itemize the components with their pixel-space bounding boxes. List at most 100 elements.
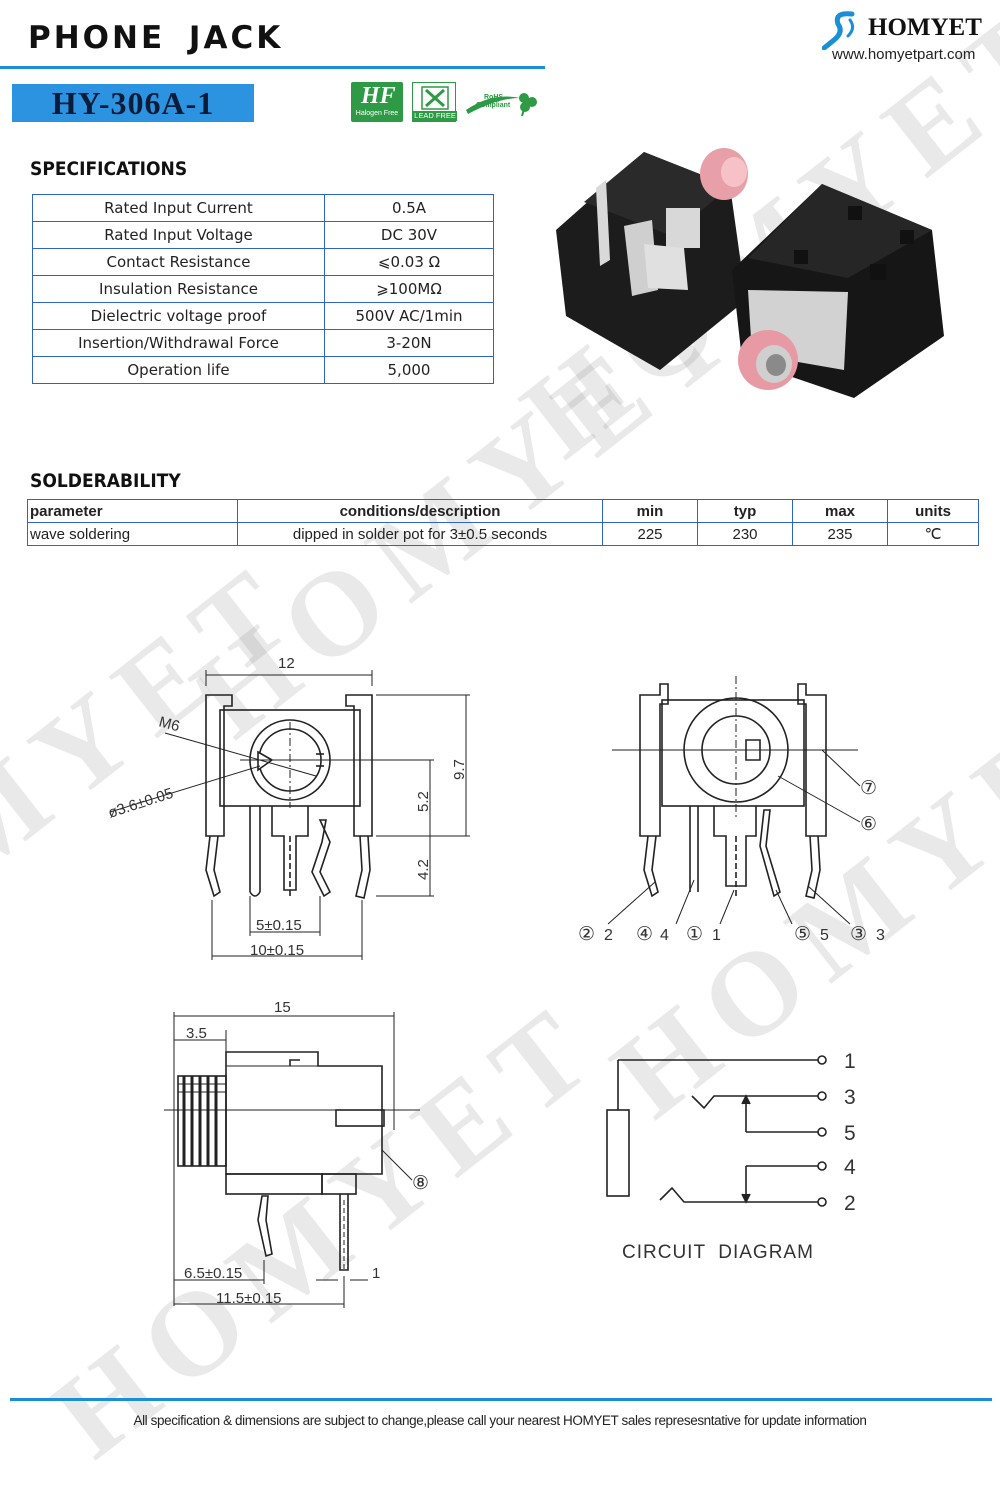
pin-label-5: 5 [820, 927, 829, 944]
lead-free-icon [421, 86, 449, 110]
spec-value: DC 30V [324, 221, 494, 249]
side-view-drawing [164, 1012, 420, 1308]
table-row: Contact Resistance⩽0.03 Ω [32, 248, 494, 276]
product-photo [556, 148, 944, 398]
solderability-heading: SOLDERABILITY [30, 470, 181, 492]
front-view-drawing [109, 670, 470, 960]
lead-free-badge: LEAD FREE [412, 82, 457, 122]
rohs-compliant-label: Compliant [476, 102, 511, 109]
column-header: typ [697, 499, 793, 523]
column-header: min [602, 499, 698, 523]
spec-value: 500V AC/1min [324, 302, 494, 330]
dim-pin-span: 10±0.15 [250, 942, 304, 959]
callout-6: ⑥ [860, 814, 877, 835]
jack-rear-image [556, 148, 748, 370]
column-header: parameter [27, 499, 238, 523]
pin-view-labels: ⑦ ⑥ ② 2 ④ 4 ① 1 ⑤ 5 ③ 3 [578, 778, 885, 945]
callout-8: ⑧ [412, 1173, 429, 1194]
table-row: wave soldering dipped in solder pot for … [27, 522, 979, 546]
pin-label-2: 2 [604, 927, 613, 944]
spec-value: 3-20N [324, 329, 494, 357]
rohs-label: RoHS [484, 94, 504, 101]
dim-hole: ø3.6±0.05 [106, 785, 175, 822]
table-header-row: parameter conditions/description min typ… [27, 499, 979, 523]
table-cell: dipped in solder pot for 3±0.5 seconds [237, 522, 603, 546]
dim-pin-offset: 6.5±0.15 [184, 1265, 242, 1282]
brand-logo: HOMYET www.homyetpart.com [822, 8, 992, 68]
table-cell: ℃ [887, 522, 979, 546]
dim-height-total: 9.7 [451, 759, 468, 780]
pin-view-drawing [607, 676, 861, 925]
terminal-4: 4 [844, 1156, 856, 1179]
terminal-2: 2 [844, 1192, 856, 1215]
specifications-heading: SPECIFICATIONS [30, 158, 188, 180]
lead-free-label: LEAD FREE [413, 111, 457, 121]
pin-label-5-circ: ⑤ [794, 924, 811, 945]
table-cell: 230 [697, 522, 793, 546]
model-number: HY-306A-1 [12, 84, 254, 122]
spec-name: Insertion/Withdrawal Force [32, 329, 325, 357]
spec-name: Rated Input Voltage [32, 221, 325, 249]
brand-name: HOMYET [868, 14, 982, 41]
halogen-free-label: Halogen Free [355, 110, 399, 117]
pin-label-3: 3 [876, 927, 885, 944]
callout-7: ⑦ [860, 778, 877, 799]
thread-marks [182, 1076, 218, 1166]
table-cell: wave soldering [27, 522, 238, 546]
jack-front-image [732, 184, 944, 398]
spec-name: Rated Input Current [32, 194, 325, 222]
technical-drawings: 1 2 M6 ø3.6±0.05 9.7 5.2 4.2 5±0.15 10±0.… [106, 655, 885, 1308]
spec-value: ⩾100MΩ [324, 275, 494, 303]
circuit-diagram [606, 1055, 827, 1207]
page-title: PHONE JACK [28, 20, 284, 56]
dim-pin-pitch: 5±0.15 [256, 917, 302, 934]
brand-url: www.homyetpart.com [832, 46, 976, 63]
column-header: units [887, 499, 979, 523]
halogen-free-badge: HF Halogen Free [351, 82, 403, 122]
pin-label-2-circ: ② [578, 924, 595, 945]
column-header: conditions/description [237, 499, 603, 523]
pin-label-1: 1 [712, 927, 721, 944]
pin-label-4-circ: ④ [636, 924, 653, 945]
spec-name: Dielectric voltage proof [32, 302, 325, 330]
spec-name: Insulation Resistance [32, 275, 325, 303]
dim-total-offset: 11.5±0.15 [216, 1290, 282, 1307]
pin-label-3-circ: ③ [850, 924, 867, 945]
terminal-3: 3 [844, 1086, 856, 1109]
footer-note: All specification & dimensions are subje… [133, 1413, 867, 1428]
side-view-labels: 15 3.5 ⑧ 6.5±0.15 1 11.5±0.15 [184, 999, 429, 1307]
circuit-title: CIRCUIT DIAGRAM [622, 1242, 814, 1263]
pin-label-4: 4 [660, 927, 669, 944]
terminal-5: 5 [844, 1122, 856, 1145]
table-cell: 235 [792, 522, 888, 546]
dim-height-center: 5.2 [415, 791, 432, 812]
spec-value: 5,000 [324, 356, 494, 384]
spec-value: ⩽0.03 Ω [324, 248, 494, 276]
dim-pin-thickness: 1 [372, 1265, 380, 1282]
table-cell: 225 [602, 522, 698, 546]
dim-thread-length: 3.5 [186, 1025, 207, 1042]
table-row: Insulation Resistance⩾100MΩ [32, 275, 494, 303]
dim-pin-length: 4.2 [415, 859, 432, 880]
homyet-s-logo-icon [822, 11, 855, 50]
circuit-labels: 1 3 5 4 2 CIRCUIT DIAGRAM [622, 1050, 856, 1263]
dim-thread: M6 [157, 713, 182, 735]
rohs-swoosh-icon [466, 93, 537, 117]
spec-name: Contact Resistance [32, 248, 325, 276]
column-header: max [792, 499, 888, 523]
rohs-badge: RoHS Compliant [462, 82, 540, 122]
pin-label-1-circ: ① [686, 924, 703, 945]
title-underline [0, 66, 545, 69]
solderability-table: parameter conditions/description min typ… [27, 499, 979, 546]
spec-value: 0.5A [324, 194, 494, 222]
front-view-dimension-labels: 12 M6 ø3.6±0.05 9.7 5.2 4.2 5±0.15 10±0.… [106, 655, 468, 959]
spec-name: Operation life [32, 356, 325, 384]
footer-rule [10, 1398, 992, 1401]
dim-length: 15 [274, 999, 291, 1016]
